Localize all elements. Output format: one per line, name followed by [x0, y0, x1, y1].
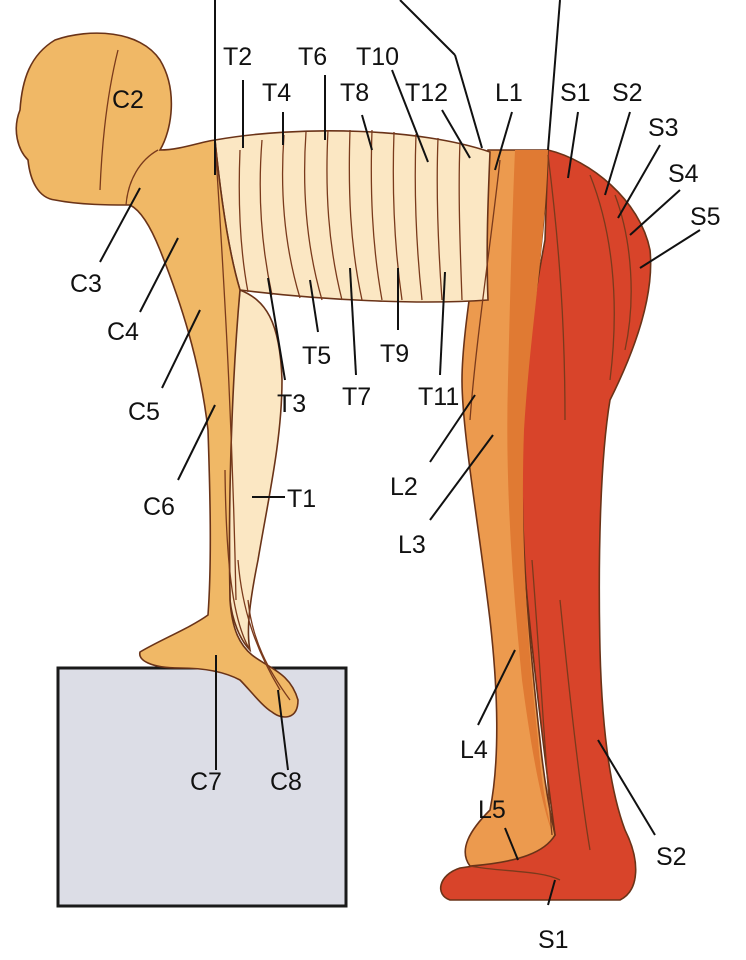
label-l5: L5 — [478, 796, 506, 824]
label-c6: C6 — [143, 493, 175, 521]
label-t4: T4 — [262, 79, 291, 107]
label-t2: T2 — [223, 43, 252, 71]
label-l2: L2 — [390, 473, 418, 501]
lumbar-medial-band — [507, 150, 552, 832]
label-t3: T3 — [277, 390, 306, 418]
label-t5: T5 — [302, 342, 331, 370]
label-s4: S4 — [668, 160, 699, 188]
label-s1-foot: S1 — [538, 926, 569, 954]
label-c5: C5 — [128, 398, 160, 426]
label-s3: S3 — [648, 114, 679, 142]
label-t7: T7 — [342, 383, 371, 411]
label-c4: C4 — [107, 318, 139, 346]
label-t6: T6 — [298, 43, 327, 71]
label-l3: L3 — [398, 531, 426, 559]
label-t8: T8 — [340, 79, 369, 107]
label-c7: C7 — [190, 768, 222, 796]
label-l4: L4 — [460, 736, 488, 764]
label-t9: T9 — [380, 340, 409, 368]
label-s1-top: S1 — [560, 79, 591, 107]
label-l1: L1 — [495, 79, 523, 107]
label-t12: T12 — [405, 79, 448, 107]
label-c3: C3 — [70, 270, 102, 298]
label-t10: T10 — [356, 43, 399, 71]
label-t1: T1 — [287, 485, 316, 513]
label-c2: C2 — [112, 86, 144, 114]
lifted-box — [56, 666, 348, 908]
label-c8: C8 — [270, 768, 302, 796]
label-s5: S5 — [690, 203, 721, 231]
label-s2-top: S2 — [612, 79, 643, 107]
label-s2-leg: S2 — [656, 843, 687, 871]
label-t11: T11 — [418, 383, 459, 411]
thoracic-region — [214, 130, 491, 303]
